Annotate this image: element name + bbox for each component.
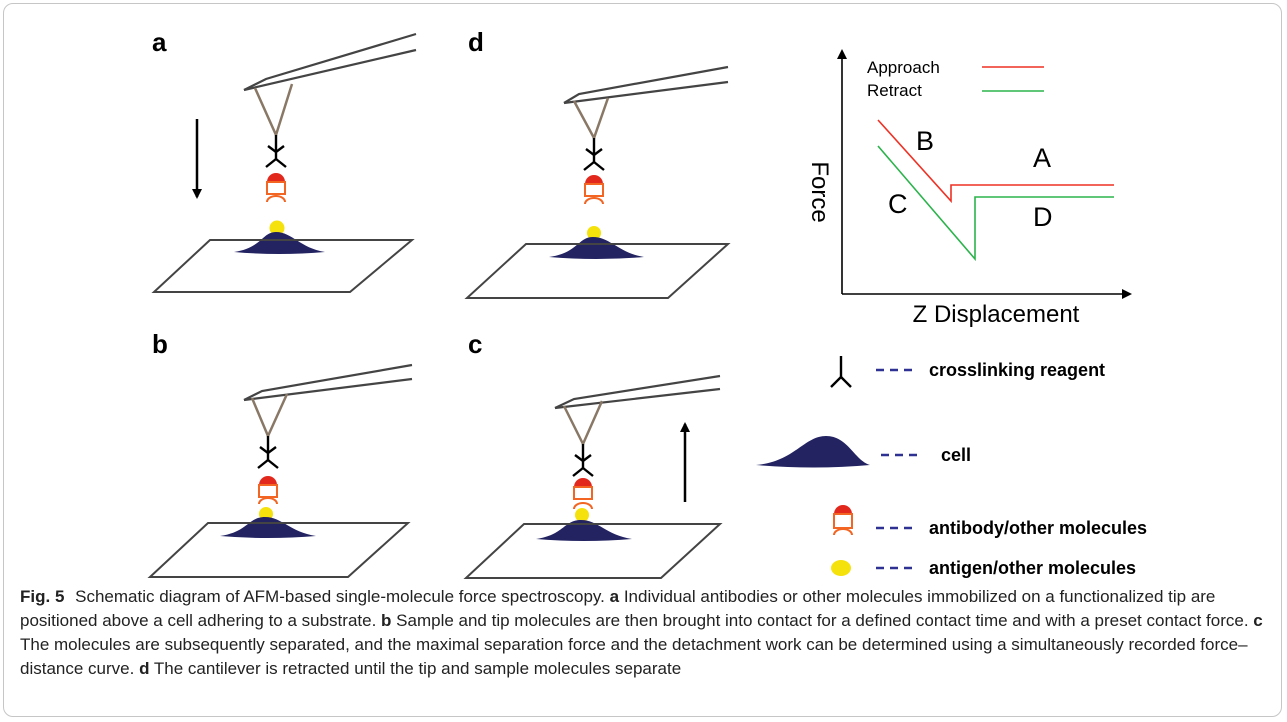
afm-tip bbox=[572, 97, 610, 142]
panel-a: a bbox=[151, 27, 417, 293]
cantilever bbox=[563, 65, 729, 105]
panel-d: d bbox=[464, 27, 731, 299]
y-axis-title: Force bbox=[806, 161, 833, 222]
panel-label-c: c bbox=[468, 329, 482, 359]
cantilever bbox=[554, 374, 721, 410]
substrate-plane bbox=[151, 239, 415, 293]
force-distance-graph: Force Z Displacement Approach Retract B … bbox=[806, 49, 1132, 328]
cantilever bbox=[243, 363, 413, 402]
legend-retract-label: Retract bbox=[867, 81, 922, 100]
caption-text-c: The molecules are subsequently separated… bbox=[20, 635, 1248, 678]
crosslinker-molecule bbox=[572, 444, 594, 477]
antibody-key-icon bbox=[833, 505, 853, 536]
panel-label-d: d bbox=[468, 27, 484, 57]
x-axis-title: Z Displacement bbox=[913, 301, 1080, 328]
antibody-molecule bbox=[584, 175, 604, 205]
approach-curve bbox=[877, 119, 1114, 204]
afm-tip bbox=[253, 83, 294, 139]
afm-tip bbox=[250, 393, 289, 440]
caption-label-c: c bbox=[1253, 611, 1263, 630]
crosslinker-molecule bbox=[583, 138, 605, 171]
figure-illustration: a d bbox=[147, 27, 1147, 579]
key-antibody: antibody/other molecules bbox=[833, 505, 1147, 538]
antibody-molecule bbox=[266, 173, 286, 203]
crosslinker-molecule bbox=[265, 135, 287, 168]
figure-frame: a d bbox=[3, 3, 1282, 717]
caption-label-b: b bbox=[381, 611, 392, 630]
antigen-dot bbox=[269, 220, 285, 236]
antibody-molecule bbox=[573, 478, 593, 510]
antigen-key-icon bbox=[831, 560, 851, 576]
crosslinker-molecule bbox=[257, 436, 279, 469]
cell-key-icon bbox=[756, 436, 870, 468]
antigen-dot bbox=[575, 508, 589, 522]
symbol-key: crosslinking reagent cell antibody/other… bbox=[756, 356, 1147, 578]
substrate-plane bbox=[464, 243, 731, 299]
cell-shape bbox=[220, 517, 316, 538]
figure-caption: Fig. 5 Schematic diagram of AFM-based si… bbox=[20, 585, 1265, 681]
substrate-plane bbox=[463, 523, 723, 579]
afm-tip bbox=[562, 400, 604, 447]
caption-title: Schematic diagram of AFM-based single-mo… bbox=[75, 587, 605, 606]
antigen-dot bbox=[587, 226, 601, 240]
panel-c: c bbox=[463, 329, 723, 579]
caption-text-a: Individual antibodies or other molecules… bbox=[20, 587, 1216, 630]
legend-approach-label: Approach bbox=[867, 58, 940, 77]
caption-label-a: a bbox=[609, 587, 620, 606]
key-antigen: antigen/other molecules bbox=[831, 558, 1136, 578]
key-cell: cell bbox=[756, 436, 971, 468]
key-label-cell: cell bbox=[941, 445, 971, 465]
caption-text-d: The cantilever is retracted until the ti… bbox=[153, 659, 682, 678]
key-label-antigen: antigen/other molecules bbox=[929, 558, 1136, 578]
region-label-d: D bbox=[1033, 202, 1053, 232]
cell-shape bbox=[536, 520, 632, 541]
caption-text-b: Sample and tip molecules are then brough… bbox=[396, 611, 1249, 630]
antibody-molecule bbox=[258, 476, 278, 505]
panel-b: b bbox=[147, 329, 413, 578]
cantilever bbox=[243, 32, 417, 92]
panel-label-a: a bbox=[152, 27, 167, 57]
key-label-crosslinker: crosslinking reagent bbox=[929, 360, 1105, 380]
region-label-c: C bbox=[888, 189, 908, 219]
cell-shape bbox=[549, 237, 644, 259]
key-crosslinker: crosslinking reagent bbox=[830, 356, 1105, 388]
substrate-plane bbox=[147, 522, 411, 578]
caption-figure-number: Fig. 5 bbox=[20, 587, 65, 606]
key-label-antibody: antibody/other molecules bbox=[929, 518, 1147, 538]
crosslinker-key-icon bbox=[830, 356, 852, 388]
region-label-b: B bbox=[916, 126, 934, 156]
cell-shape bbox=[234, 232, 325, 254]
caption-label-d: d bbox=[139, 659, 150, 678]
region-label-a: A bbox=[1033, 143, 1051, 173]
panel-label-b: b bbox=[152, 329, 168, 359]
retract-curve bbox=[877, 145, 1114, 262]
